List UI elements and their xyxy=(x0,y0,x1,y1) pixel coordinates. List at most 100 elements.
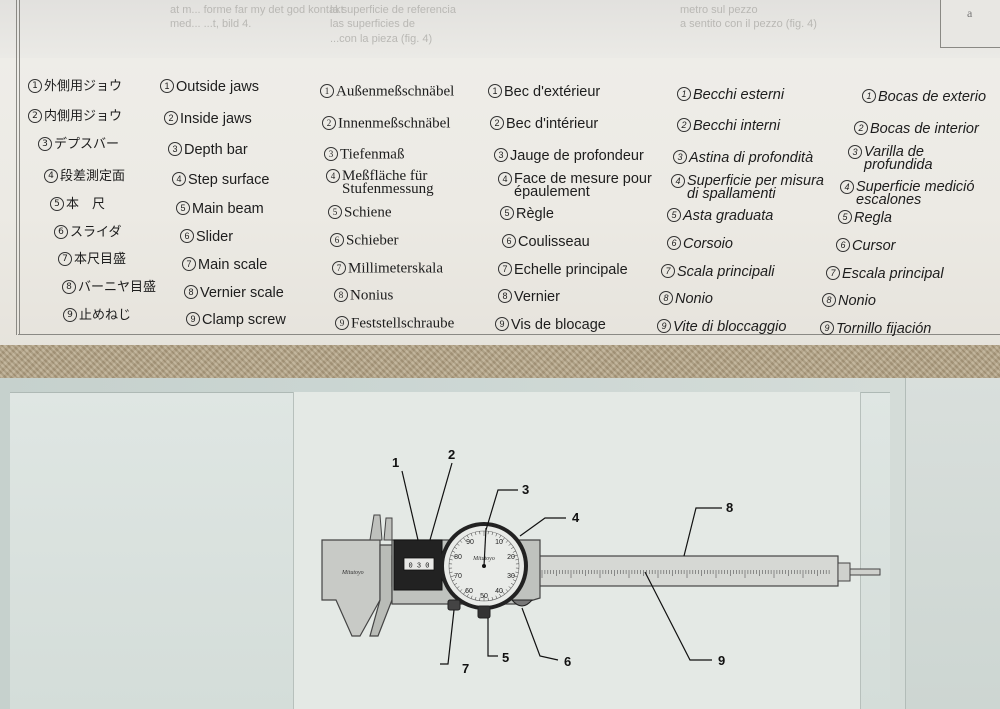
part-number: 9 xyxy=(657,319,671,334)
fine-adjust-roller xyxy=(477,605,491,619)
clamp-screw xyxy=(447,599,461,611)
part-number: 1 xyxy=(677,87,691,102)
dial-tick xyxy=(470,595,473,599)
part-number: 7 xyxy=(182,257,196,272)
dial-number: 80 xyxy=(454,554,462,561)
part-label: Corsoio xyxy=(683,236,733,253)
dial-tick xyxy=(501,537,505,542)
depth-bar xyxy=(849,568,881,576)
part-label: Face de mesure pour épaulement xyxy=(514,171,652,200)
part-label: 本 尺 xyxy=(66,197,106,212)
part-number: 6 xyxy=(502,234,516,249)
part-label: Außenmeßschnäbel xyxy=(336,83,455,100)
part-number: 2 xyxy=(322,115,336,130)
part-number: 2 xyxy=(28,109,42,123)
part-number: 4 xyxy=(326,169,340,183)
dial-tick xyxy=(463,537,467,542)
ghost-text-line: ...con la pieza (fig. 4) xyxy=(330,33,433,45)
part-number: 8 xyxy=(334,287,348,302)
part-label: Outside jaws xyxy=(176,79,260,96)
leader-line-8 xyxy=(683,507,722,557)
part-number: 3 xyxy=(673,150,687,165)
part-label: Bocas de exterio xyxy=(878,89,987,106)
dial-tick xyxy=(501,590,505,595)
dial-tick xyxy=(456,586,460,589)
part-label: Main scale xyxy=(198,257,268,274)
leader-line-4 xyxy=(519,517,566,537)
part-label: Vernier scale xyxy=(200,285,284,302)
outside-jaw-fixed xyxy=(321,539,381,637)
sheet-corner-box: a xyxy=(940,0,1000,48)
part-number: 5 xyxy=(328,204,342,219)
callout-number: 6 xyxy=(564,654,571,669)
leader-line-3 xyxy=(485,489,518,531)
dial-tick xyxy=(505,589,509,592)
dial-tick xyxy=(499,535,502,539)
dial-number: 30 xyxy=(507,573,515,580)
leader-line-1 xyxy=(401,470,419,541)
part-number: 1 xyxy=(320,83,334,98)
part-label: Nonio xyxy=(675,291,713,308)
part-label: Bec d'intérieur xyxy=(506,116,599,133)
part-number: 3 xyxy=(494,148,508,163)
part-number: 5 xyxy=(667,208,681,223)
dial-tick xyxy=(466,593,469,597)
part-label: Varilla de profundida xyxy=(864,144,933,173)
leader-line-9 xyxy=(644,571,712,661)
part-number: 5 xyxy=(176,201,190,216)
part-number: 4 xyxy=(840,180,854,194)
part-number: 3 xyxy=(324,146,338,161)
part-label: Slider xyxy=(196,229,234,246)
part-number: 1 xyxy=(28,79,42,93)
dial-tick xyxy=(505,540,509,543)
dial-tick xyxy=(449,571,453,573)
inside-jaw xyxy=(383,517,393,541)
dial-tick xyxy=(459,589,463,592)
part-label: スライダ xyxy=(70,225,122,240)
callout-number: 8 xyxy=(726,500,733,515)
counter-display xyxy=(403,557,435,571)
part-label: Superficie medició escalones xyxy=(856,179,975,208)
part-label: Escala principal xyxy=(842,266,944,283)
dial-tick xyxy=(450,575,456,578)
leader-lines xyxy=(401,462,722,665)
part-number: 6 xyxy=(330,232,344,247)
part-number: 4 xyxy=(671,174,685,188)
part-number: 8 xyxy=(62,280,76,294)
part-number: 2 xyxy=(677,118,691,133)
part-label: Nonio xyxy=(838,293,876,310)
dial-number: 50 xyxy=(480,593,488,600)
part-label: Meßfläche für Stufenmessung xyxy=(342,168,434,197)
part-label: 外側用ジョウ xyxy=(44,79,123,94)
sheet-left-frame xyxy=(16,0,20,335)
part-label: Echelle principale xyxy=(514,262,628,279)
part-number: 4 xyxy=(172,172,186,187)
part-number: 6 xyxy=(667,236,681,251)
part-number: 8 xyxy=(659,291,673,306)
part-number: 8 xyxy=(184,285,198,300)
ghost-text-line: a sentito con il pezzo (fig. 4) xyxy=(680,18,817,30)
thumb-wheel xyxy=(510,599,534,607)
dial-number: 40 xyxy=(495,588,503,595)
part-number: 1 xyxy=(488,84,502,99)
part-number: 2 xyxy=(490,116,504,131)
